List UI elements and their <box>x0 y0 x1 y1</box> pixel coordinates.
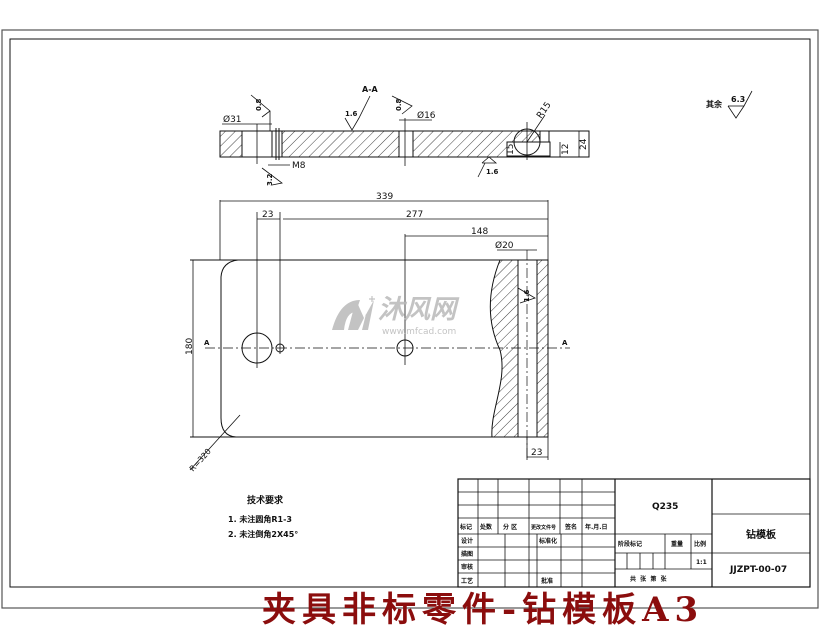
dim-d20: Ø20 <box>495 240 514 251</box>
section-view: Ø31 M8 Ø16 R15 15 12 24 0.8 3.2 1.6 A-A … <box>219 85 590 186</box>
svg-text:3.2: 3.2 <box>266 173 274 186</box>
roughness-symbol-hole16: 0.8 <box>391 95 413 115</box>
header-cell-2: 分 区 <box>503 523 517 531</box>
svg-text:1.6: 1.6 <box>345 110 358 118</box>
surface-finish-value: 6.3 <box>731 95 745 104</box>
tech-req-heading: 技术要求 <box>247 494 284 506</box>
tech-requirements: 技术要求 1. 未注圆角R1-3 2. 未注倒角2X45° <box>228 494 298 539</box>
row-label-trace: 描图 <box>461 550 473 558</box>
dim-overall-length: 339 <box>376 192 393 202</box>
drawing-number: JJZPT-00-07 <box>729 565 787 575</box>
drawing-banner-title: 夹具非标零件-钻模板A3 <box>262 590 705 630</box>
part-name: 钻模板 <box>746 528 777 541</box>
dim-h12: 12 <box>561 144 571 155</box>
row-label-review: 审核 <box>461 563 473 571</box>
section-label: A-A <box>362 85 379 94</box>
tech-req-item-2: 2. 未注倒角2X45° <box>228 529 298 539</box>
dim-h15: 15 <box>506 144 516 155</box>
section-mark-right: A <box>562 339 568 347</box>
header-cell-1: 处数 <box>479 523 493 531</box>
dim-right-width: 23 <box>531 448 542 458</box>
weight-label: 重量 <box>671 540 683 548</box>
dim-span-277: 277 <box>406 210 423 220</box>
dim-h24: 24 <box>579 138 589 150</box>
title-block <box>457 478 811 588</box>
roughness-symbol-bottom-mid: 1.6 <box>477 156 499 178</box>
dim-height: 180 <box>185 338 195 355</box>
standardization-label: 标准化 <box>538 537 557 545</box>
header-cell-3: 更改文件号 <box>531 524 556 531</box>
roughness-symbol-top-mid: 1.6 A-A <box>344 85 379 131</box>
roughness-symbol-left-top: 0.8 <box>250 94 271 131</box>
dim-d16: Ø16 <box>417 110 436 121</box>
svg-text:1.6: 1.6 <box>486 168 499 176</box>
stage-mark-label: 阶段标记 <box>618 540 642 548</box>
roughness-symbol-left-bottom: 3.2 <box>261 167 283 186</box>
row-label-design: 设计 <box>461 537 473 545</box>
inner-border <box>9 38 811 588</box>
header-cell-4: 签名 <box>564 523 577 531</box>
surface-finish-label: 其余 <box>706 99 723 109</box>
dim-r15: R15 <box>535 100 553 120</box>
plan-view: A A 339 23 277 148 Ø20 180 R=320 23 1.6 <box>185 192 570 473</box>
row-label-process: 工艺 <box>461 577 473 585</box>
dim-left-offset: 23 <box>262 210 273 220</box>
roughness-symbol-right: 1.6 <box>517 287 536 304</box>
svg-text:0.8: 0.8 <box>255 98 263 111</box>
watermark-url: www.mfcad.com <box>382 327 456 337</box>
sheet-info: 共 张 第 张 <box>630 575 668 583</box>
dim-d31: Ø31 <box>223 114 242 125</box>
dim-span-148: 148 <box>471 227 488 237</box>
surface-finish-note: 其余 6.3 <box>706 90 753 119</box>
header-cell-5: 年.月.日 <box>585 523 608 531</box>
dim-corner-radius: R=320 <box>188 447 213 473</box>
svg-text:0.8: 0.8 <box>395 98 403 111</box>
material: Q235 <box>652 502 678 512</box>
svg-text:1.6: 1.6 <box>523 289 531 302</box>
watermark-brand: 沐风网 <box>378 295 460 325</box>
mf-logo-icon <box>332 296 375 330</box>
scale-label: 比例 <box>694 540 706 548</box>
tech-req-item-1: 1. 未注圆角R1-3 <box>228 514 292 524</box>
section-mark-left: A <box>204 339 210 347</box>
scale-value: 1:1 <box>696 559 707 566</box>
approval-label: 批准 <box>541 577 553 585</box>
outer-border <box>1 29 819 609</box>
dim-m8: M8 <box>292 161 306 171</box>
watermark: 沐风网 www.mfcad.com <box>332 295 460 337</box>
header-cell-0: 标记 <box>459 523 472 531</box>
